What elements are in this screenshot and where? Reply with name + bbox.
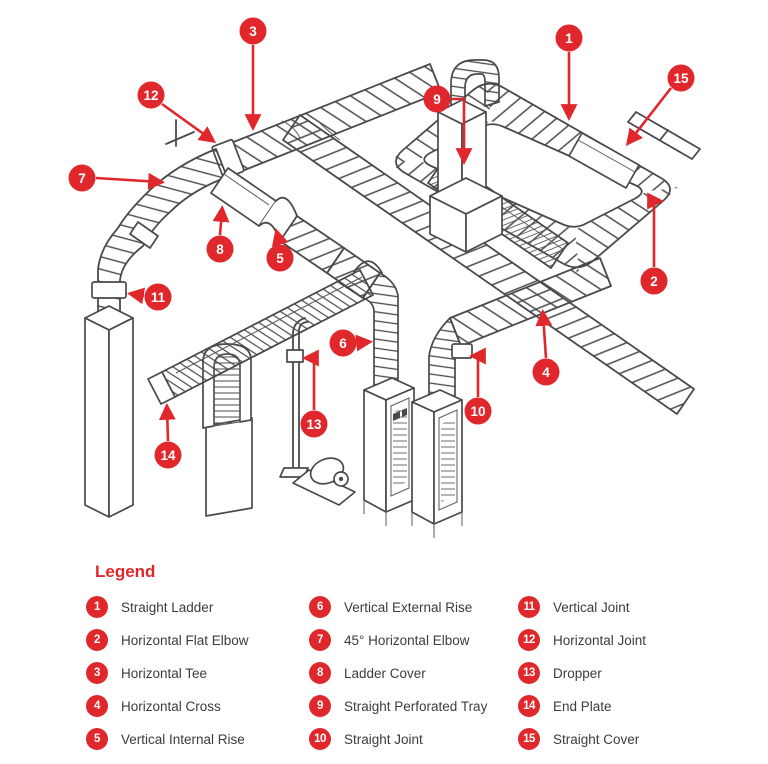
legend-item-10: 10 Straight Joint [309,728,487,750]
svg-text:2: 2 [650,274,658,289]
legend-item-7: 7 45° Horizontal Elbow [309,629,487,651]
mid-tray-run [161,260,383,398]
callout-9: 9 [423,85,473,166]
legend-label-8: Ladder Cover [344,665,426,681]
callout-12: 12 [137,81,217,143]
legend-item-8: 8 Ladder Cover [309,662,487,684]
support-pillar [84,305,134,518]
legend-label-6: Vertical External Rise [344,599,473,615]
legend-badge-5: 5 [86,728,108,750]
legend-label-10: Straight Joint [344,731,423,747]
legend-label-5: Vertical Internal Rise [121,731,245,747]
legend-label-3: Horizontal Tee [121,665,208,681]
legend-label-15: Straight Cover [553,731,640,747]
legend-item-9: 9 Straight Perforated Tray [309,695,487,717]
legend-badge-11: 11 [518,596,540,618]
legend-label-4: Horizontal Cross [121,698,221,714]
straight-joint-clamp [451,343,473,359]
svg-text:12: 12 [143,88,158,103]
legend-label-1: Straight Ladder [121,599,214,615]
rise-hump [353,260,383,274]
legend-badge-6: 6 [309,596,331,618]
svg-text:5: 5 [276,251,284,266]
svg-text:13: 13 [306,417,322,432]
legend-item-1: 1 Straight Ladder [86,596,249,618]
svg-text:9: 9 [433,92,441,107]
svg-text:15: 15 [673,71,689,86]
legend-badge-4: 4 [86,695,108,717]
callout-7: 7 [68,164,166,192]
legend-badge-15: 15 [518,728,540,750]
legend-badge-3: 3 [86,662,108,684]
vertical-joint-clamp [91,281,127,299]
svg-text:14: 14 [160,448,176,463]
legend-badge-12: 12 [518,629,540,651]
legend-badge-13: 13 [518,662,540,684]
legend-badge-7: 7 [309,629,331,651]
dropper-pole [279,317,309,478]
legend-item-14: 14 End Plate [518,695,646,717]
svg-text:7: 7 [78,171,86,186]
legend-item-3: 3 Horizontal Tee [86,662,249,684]
legend-badge-10: 10 [309,728,331,750]
legend-title: Legend [95,562,156,581]
svg-text:11: 11 [151,290,166,305]
legend-item-2: 2 Horizontal Flat Elbow [86,629,249,651]
callout-15: 15 [625,64,695,147]
legend-badge-8: 8 [309,662,331,684]
svg-text:6: 6 [339,336,347,351]
legend-label-2: Horizontal Flat Elbow [121,632,249,648]
callout-2: 2 [640,192,668,295]
legend-badge-14: 14 [518,695,540,717]
legend-item-12: 12 Horizontal Joint [518,629,646,651]
straight-cover-section [568,132,640,189]
legend-label-12: Horizontal Joint [553,632,647,648]
callout-8: 8 [206,204,234,263]
legend-item-6: 6 Vertical External Rise [309,596,487,618]
legend-item-11: 11 Vertical Joint [518,596,646,618]
legend: Legend 1 Straight Ladder 2 Horizontal Fl… [0,555,768,764]
svg-text:3: 3 [249,24,257,39]
callout-4: 4 [532,308,560,386]
legend-badge-9: 9 [309,695,331,717]
legend-column-3: 11 Vertical Joint 12 Horizontal Joint 13… [518,596,646,750]
callout-11: 11 [126,283,172,311]
callout-3: 3 [239,17,267,132]
callout-1: 1 [555,24,583,122]
cabinet-left [363,377,415,526]
svg-text:1: 1 [565,31,573,46]
legend-label-9: Straight Perforated Tray [344,698,488,714]
callout-5: 5 [266,228,294,272]
svg-text:4: 4 [542,365,550,380]
legend-column-2: 6 Vertical External Rise 7 45° Horizonta… [309,596,487,750]
legend-column-1: 1 Straight Ladder 2 Horizontal Flat Elbo… [86,596,249,750]
legend-label-14: End Plate [553,698,612,714]
callout-6: 6 [329,329,374,357]
legend-item-5: 5 Vertical Internal Rise [86,728,249,750]
callouts: 1 2 3 4 5 6 7 [68,17,695,469]
legend-label-13: Dropper [553,665,602,681]
legend-item-15: 15 Straight Cover [518,728,646,750]
legend-label-11: Vertical Joint [553,599,630,615]
dropper-joint-clamp [286,349,304,363]
mid-joint-band [129,221,159,249]
callout-13: 13 [300,349,328,438]
legend-item-4: 4 Horizontal Cross [86,695,249,717]
svg-text:8: 8 [216,242,224,257]
legend-badge-2: 2 [86,629,108,651]
cable-tray-isometric-diagram: 1 2 3 4 5 6 7 [68,17,701,538]
motor-unit [292,457,356,506]
legend-item-13: 13 Dropper [518,662,646,684]
trapeze-hanger [165,119,195,147]
wall-pier [429,99,503,253]
cabinet-right [411,389,463,538]
callout-10: 10 [464,347,492,425]
svg-text:10: 10 [470,404,485,419]
legend-badge-1: 1 [86,596,108,618]
support-beam [627,111,701,160]
legend-label-7: 45° Horizontal Elbow [344,632,470,648]
callout-14: 14 [154,402,182,469]
